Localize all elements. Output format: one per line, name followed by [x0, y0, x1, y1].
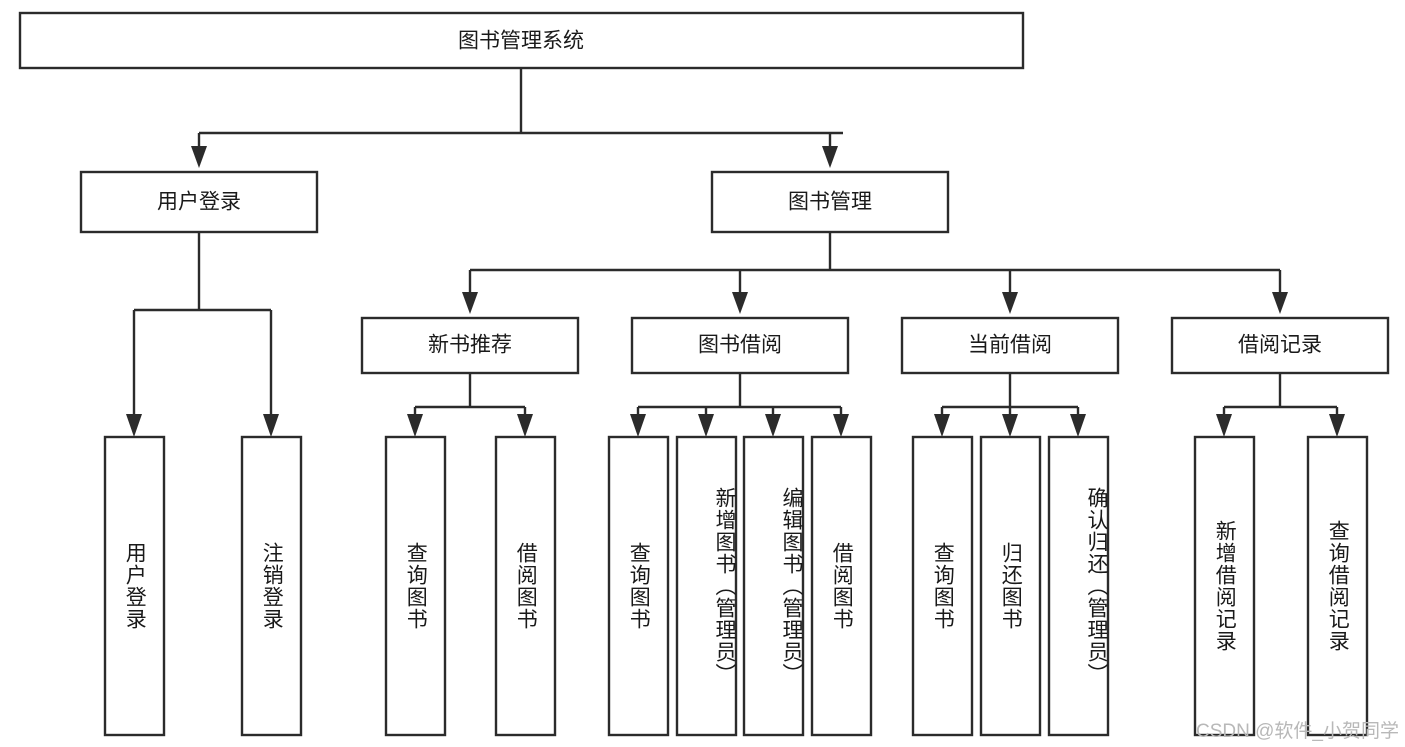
arrowhead-leaf-br-add — [1216, 414, 1232, 437]
arrowhead-leaf-cb-confirm — [1070, 414, 1086, 437]
node-leaf-cb-return-book-label: 归还图书 — [999, 542, 1023, 630]
arrowhead-leaf-nb-borrow — [517, 414, 533, 437]
node-leaf-logout-label: 注销登录 — [260, 542, 284, 630]
arrowhead-to-userlogin — [191, 146, 207, 168]
arrowhead-leaf-cb-return — [1002, 414, 1018, 437]
node-user-login[interactable] — [79, 170, 319, 234]
node-new-book-recommend-label: 新书推荐 — [428, 334, 512, 357]
node-leaf-cb-query-book-label: 查询图书 — [931, 542, 955, 630]
watermark-text: CSDN @软件_小贺同学 — [1196, 721, 1399, 742]
node-leaf-cb-confirm-return-label: 确认归还（管理员） — [1085, 487, 1108, 685]
node-leaf-bb-query-book[interactable] — [607, 435, 670, 737]
node-leaf-nb-borrow-book[interactable] — [494, 435, 557, 737]
node-leaf-bb-borrow-book-label: 借阅图书 — [830, 542, 854, 630]
node-book-borrow[interactable] — [630, 316, 850, 375]
node-user-login-label: 用户登录 — [157, 191, 241, 214]
node-book-management[interactable] — [710, 170, 950, 234]
node-leaf-nb-borrow-book-label: 借阅图书 — [514, 542, 538, 630]
node-book-borrow-label: 图书借阅 — [698, 334, 782, 357]
node-book-management-label: 图书管理 — [788, 191, 872, 214]
node-leaf-br-query-record-label: 查询借阅记录 — [1326, 520, 1350, 652]
node-root[interactable] — [18, 11, 1025, 70]
node-leaf-cb-confirm-return[interactable] — [1047, 435, 1110, 737]
arrowhead-to-current — [1002, 292, 1018, 314]
arrowhead-to-records — [1272, 292, 1288, 314]
node-new-book-recommend[interactable] — [360, 316, 580, 375]
node-leaf-nb-query-book[interactable] — [384, 435, 447, 737]
node-borrow-records[interactable] — [1170, 316, 1390, 375]
node-leaf-user-login-label: 用户登录 — [123, 542, 147, 630]
node-leaf-user-login[interactable] — [103, 435, 166, 737]
node-leaf-bb-add-book-label: 新增图书（管理员） — [713, 487, 736, 685]
arrowhead-leaf-cb-query — [934, 414, 950, 437]
node-leaf-bb-edit-book-label: 编辑图书（管理员） — [780, 487, 803, 685]
node-leaf-br-query-record[interactable] — [1306, 435, 1369, 737]
arrowhead-to-borrow — [732, 292, 748, 314]
arrowhead-leaf-bb-add — [698, 414, 714, 437]
node-leaf-bb-query-book-label: 查询图书 — [627, 542, 651, 630]
arrowhead-leaf-bb-borrow — [833, 414, 849, 437]
arrowhead-leaf-br-query — [1329, 414, 1345, 437]
arrowhead-to-new-book — [462, 292, 478, 314]
node-leaf-br-add-record[interactable] — [1193, 435, 1256, 737]
node-leaf-cb-return-book[interactable] — [979, 435, 1042, 737]
arrowhead-leaf-bb-edit — [765, 414, 781, 437]
node-leaf-bb-borrow-book[interactable] — [810, 435, 873, 737]
node-leaf-logout[interactable] — [240, 435, 303, 737]
arrowhead-leaf-nb-query — [407, 414, 423, 437]
node-borrow-records-label: 借阅记录 — [1238, 334, 1322, 357]
arrowhead-leaf-bb-query — [630, 414, 646, 437]
node-leaf-bb-edit-book[interactable] — [742, 435, 805, 737]
node-root-label: 图书管理系统 — [458, 30, 584, 53]
node-leaf-bb-add-book[interactable] — [675, 435, 738, 737]
arrowhead-to-bookmgmt — [822, 146, 838, 168]
node-current-borrow-label: 当前借阅 — [968, 334, 1052, 357]
node-leaf-br-add-record-label: 新增借阅记录 — [1213, 520, 1237, 652]
arrowhead-leaf-user-login — [126, 414, 142, 437]
arrowhead-leaf-logout — [263, 414, 279, 437]
node-leaf-nb-query-book-label: 查询图书 — [404, 542, 428, 630]
node-leaf-cb-query-book[interactable] — [911, 435, 974, 737]
